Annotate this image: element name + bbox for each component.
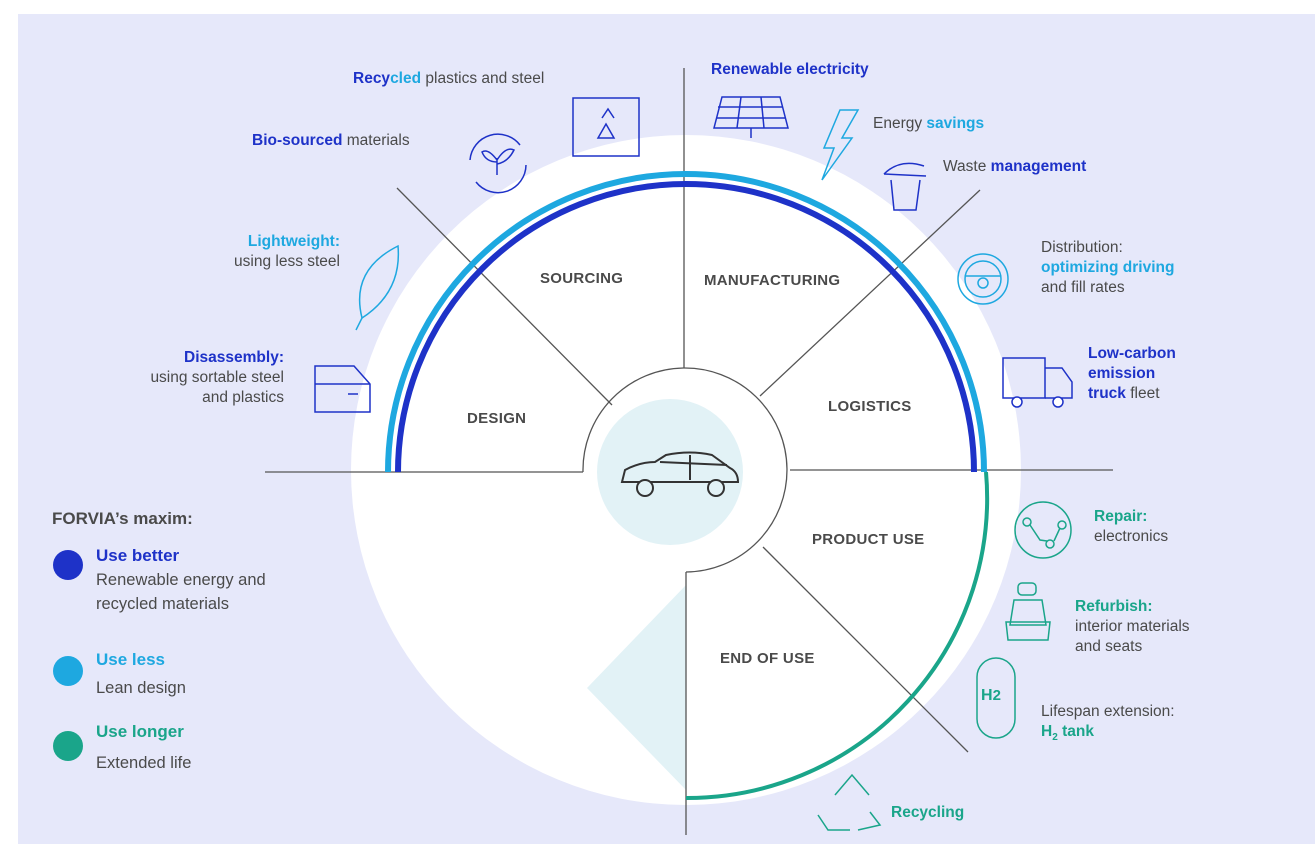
solar-panel-icon	[713, 96, 789, 138]
waste-bin-icon	[883, 162, 927, 211]
callout-recycled: Recycled plastics and steel	[353, 70, 545, 87]
segment-product-use: PRODUCT USE	[812, 531, 925, 548]
hub-arc	[582, 367, 788, 573]
car-icon	[620, 451, 740, 497]
legend-title: FORVIA’s maxim:	[52, 509, 193, 528]
legend-use-longer-title: Use longer	[96, 722, 184, 741]
callout-bio-sourced: Bio-sourced materials	[252, 132, 410, 149]
recycle-box-icon	[572, 97, 640, 157]
h2-tank-icon	[976, 657, 1016, 739]
callout-recycling: Recycling	[891, 804, 965, 821]
leaf-icon	[355, 244, 400, 331]
legend-dot-use-longer	[53, 731, 83, 761]
bio-sourced-icon	[469, 133, 527, 194]
hub-circle	[597, 399, 743, 545]
legend-use-less-desc: Lean design	[96, 679, 186, 697]
callout-waste: Waste management	[943, 158, 1087, 175]
steering-wheel-icon	[957, 253, 1009, 305]
legend-use-better-title: Use better	[96, 546, 180, 565]
circuit-icon	[1014, 501, 1072, 559]
h2-icon-label: H2	[981, 687, 1001, 704]
truck-icon	[1002, 357, 1073, 408]
callout-repair: Repair:electronics	[1094, 508, 1169, 545]
lightning-icon	[821, 109, 860, 181]
inner-upper-half	[390, 174, 982, 470]
segment-end-of-use: END OF USE	[720, 650, 815, 667]
segment-design: DESIGN	[467, 410, 527, 427]
arc-use-better	[395, 181, 977, 473]
arc-use-longer	[685, 471, 990, 801]
segment-logistics: LOGISTICS	[828, 398, 912, 415]
divider-diag-tr	[759, 189, 981, 397]
legend-use-less-title: Use less	[96, 650, 165, 669]
callout-lightweight: Lightweight:using less steel	[234, 233, 340, 270]
divider-diag-tl	[396, 187, 613, 406]
decorative-triangle	[587, 585, 686, 790]
legend-use-longer-desc: Extended life	[96, 754, 192, 772]
legend-dot-use-less	[53, 656, 83, 686]
segment-manufacturing: MANUFACTURING	[704, 272, 841, 289]
car-door-icon	[314, 365, 371, 413]
callout-renewable: Renewable electricity	[711, 61, 869, 78]
divider-diag-br	[762, 546, 969, 753]
segment-sourcing: SOURCING	[540, 270, 624, 287]
arc-use-less	[385, 171, 987, 473]
callout-lifespan: Lifespan extension:H2 tank	[1041, 703, 1175, 744]
callout-energy: Energy savings	[873, 115, 985, 132]
seat-icon	[1005, 582, 1051, 641]
legend-dot-use-better	[53, 550, 83, 580]
recycling-icon	[817, 773, 882, 831]
